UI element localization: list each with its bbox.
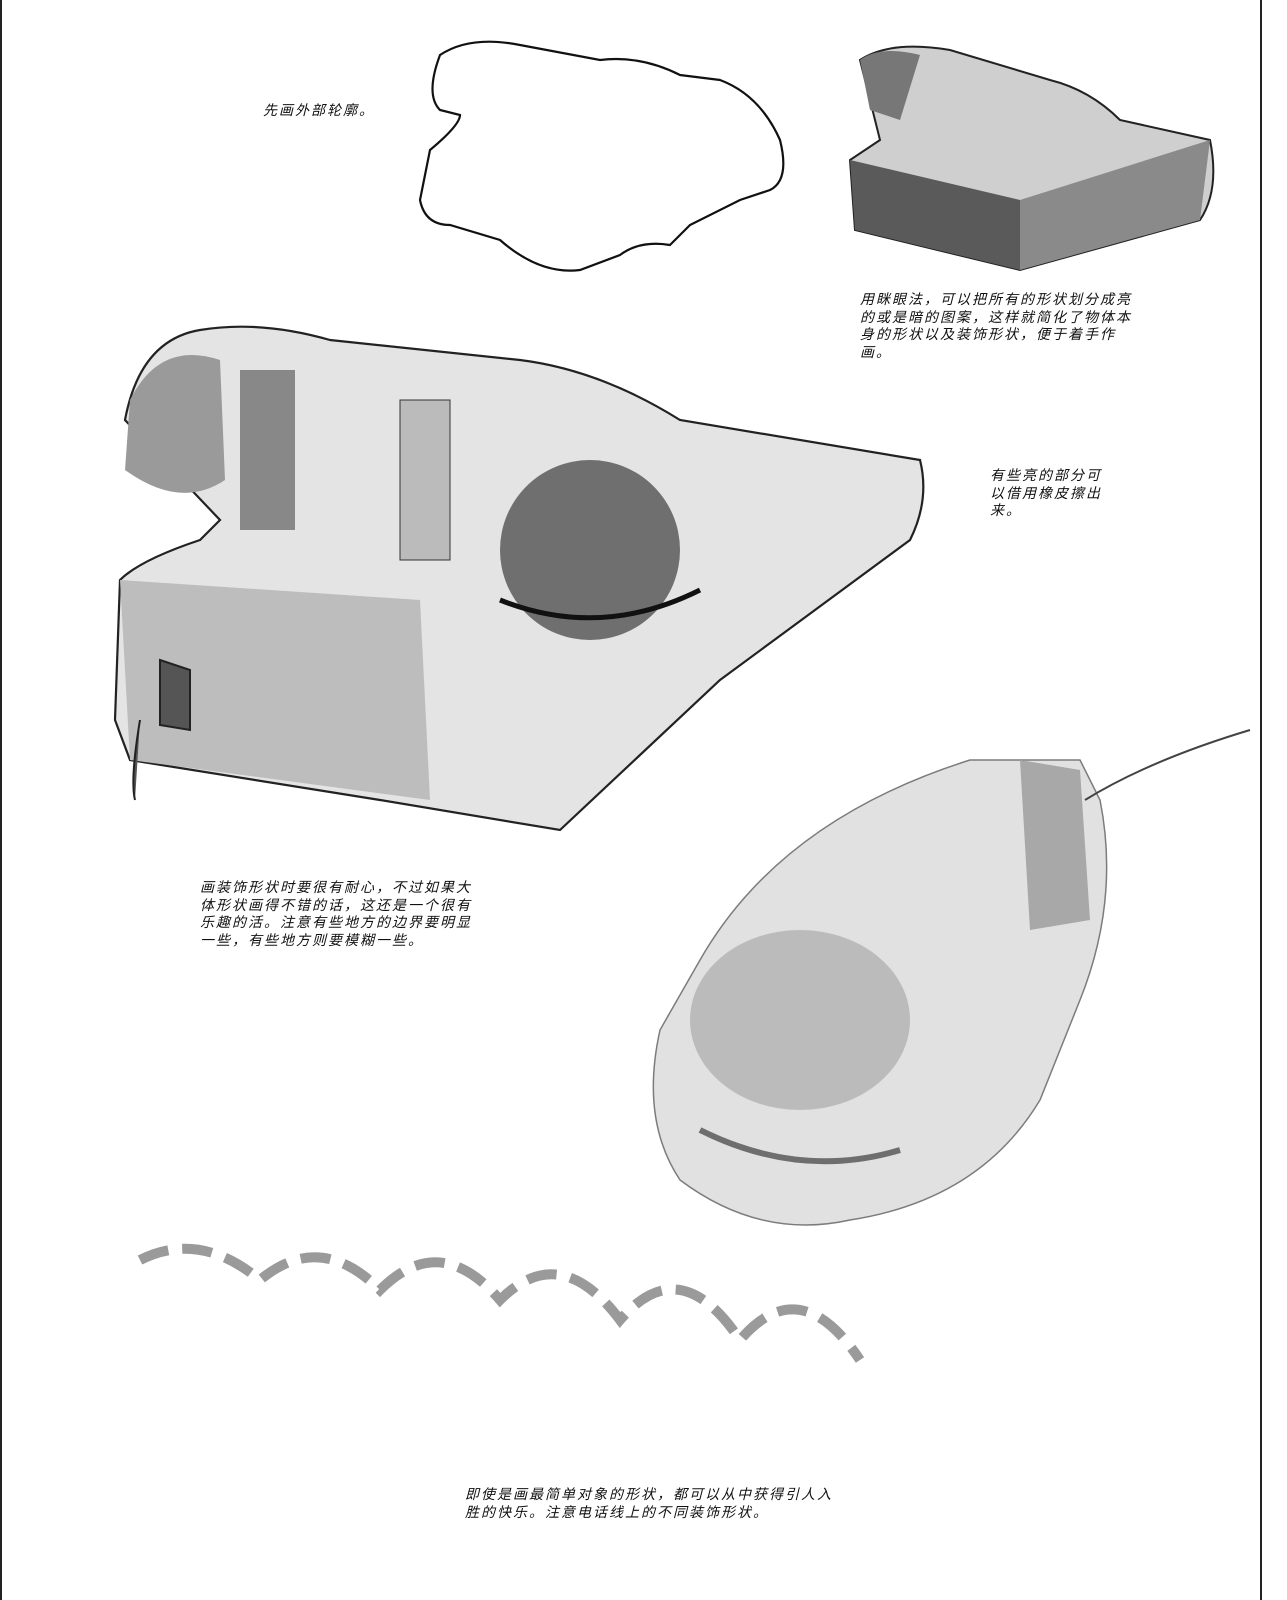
caption-eraser: 有些亮的部分可 以借用橡皮擦出 来。: [990, 468, 1102, 521]
caption-joy: 即使是画最简单对象的形状，都可以从中获得引人入 胜的快乐。注意电话线上的不同装饰…: [465, 1487, 833, 1522]
caption-line: 用眯眼法，可以把所有的形状划分成亮: [860, 292, 1132, 308]
caption-line: 的或是暗的图案，这样就简化了物体本: [860, 309, 1132, 326]
caption-line: 有些亮的部分可: [990, 468, 1102, 484]
caption-outline: 先画外部轮廓。: [263, 103, 375, 121]
caption-line: 体形状画得不错的话，这还是一个很有: [200, 897, 472, 914]
caption-line: 身的形状以及装饰形状，便于着手作: [860, 327, 1116, 343]
telephone-shaded-sketch: [848, 45, 1215, 272]
caption-line: 乐趣的活。注意有些地方的边界要明显: [200, 915, 472, 931]
caption-line: 来。: [990, 503, 1022, 519]
caption-line: 胜的快乐。注意电话线上的不同装饰形状。: [465, 1504, 769, 1521]
caption-line: 即使是画最简单对象的形状，都可以从中获得引人入: [465, 1487, 833, 1503]
telephone-closeup-sketch: [137, 729, 1251, 1363]
caption-line: 一些，有些地方则要模糊一些。: [200, 932, 424, 949]
caption-line: 先画外部轮廓。: [263, 103, 375, 119]
caption-line: 以借用橡皮擦出: [990, 485, 1102, 502]
caption-line: 画。: [860, 344, 892, 361]
telephone-outline-sketch: [418, 40, 785, 272]
caption-patience: 画装饰形状时要很有耐心，不过如果大 体形状画得不错的话，这还是一个很有 乐趣的活…: [200, 880, 472, 950]
caption-squint: 用眯眼法，可以把所有的形状划分成亮 的或是暗的图案，这样就简化了物体本 身的形状…: [860, 292, 1132, 362]
caption-line: 画装饰形状时要很有耐心，不过如果大: [200, 880, 472, 896]
telephone-large-sketch: [113, 325, 925, 832]
